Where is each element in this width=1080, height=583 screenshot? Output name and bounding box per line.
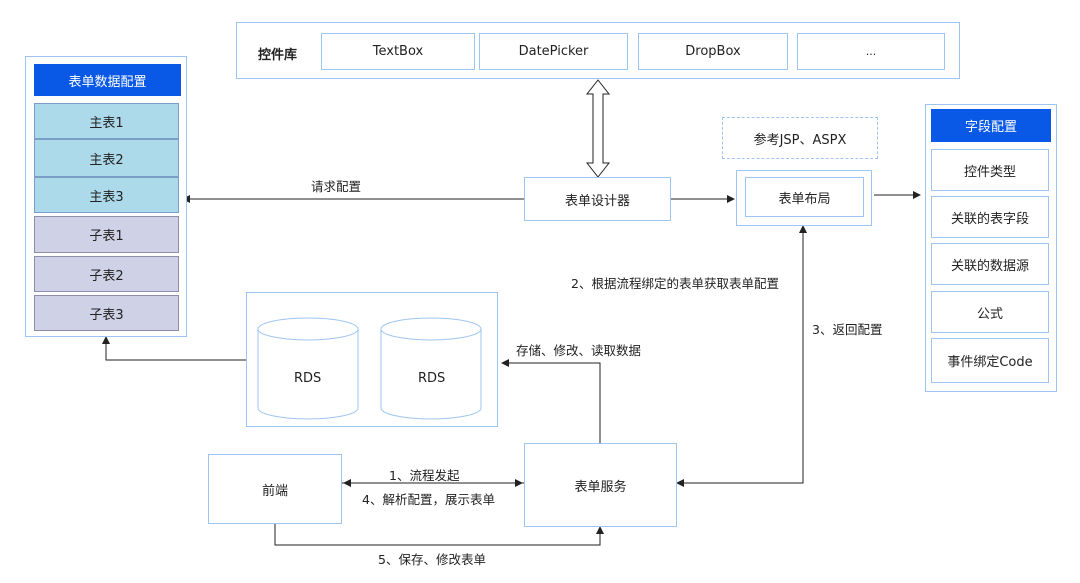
main-table-2: 主表2: [34, 139, 179, 177]
control-more: ...: [797, 33, 945, 70]
request-config-label: 请求配置: [311, 179, 362, 194]
start-flow-label: 1、流程发起: [389, 468, 460, 483]
parse-config-label: 4、解析配置，展示表单: [362, 492, 495, 507]
rds-1-label: RDS: [294, 371, 322, 386]
return-config-label: 3、返回配置: [812, 322, 883, 337]
store-data-label: 存储、修改、读取数据: [516, 343, 642, 358]
form-layout-node: 表单布局: [745, 177, 864, 217]
sub-table-2: 子表2: [34, 256, 179, 292]
control-datepicker: DatePicker: [479, 33, 628, 70]
field-event-binding-code: 事件绑定Code: [931, 338, 1049, 383]
field-control-type: 控件类型: [931, 149, 1049, 191]
reference-note: 参考JSP、ASPX: [722, 117, 878, 159]
sub-table-1: 子表1: [34, 216, 179, 253]
rds-cylinder-1: [257, 317, 359, 420]
field-formula: 公式: [931, 291, 1049, 333]
save-form-label: 5、保存、修改表单: [378, 552, 486, 567]
rds-cylinder-2: [380, 317, 482, 420]
control-dropbox: DropBox: [638, 33, 788, 70]
rds-to-form-data-arrow: [102, 336, 246, 361]
frontend-node: 前端: [208, 454, 342, 524]
field-linked-table-field: 关联的表字段: [931, 196, 1049, 238]
service-to-rds-arrow: [501, 359, 601, 443]
library-designer-double-arrow: [585, 79, 611, 178]
main-table-3: 主表3: [34, 177, 179, 213]
main-table-1: 主表1: [34, 103, 179, 139]
get-form-config-label: 2、根据流程绑定的表单获取表单配置: [571, 276, 779, 291]
control-textbox: TextBox: [321, 33, 475, 70]
field-config-title: 字段配置: [931, 109, 1051, 142]
control-library-title: 控件库: [258, 48, 298, 63]
field-linked-datasource: 关联的数据源: [931, 243, 1049, 285]
sub-table-3: 子表3: [34, 295, 179, 331]
rds-2-label: RDS: [418, 371, 446, 386]
form-data-config-title: 表单数据配置: [34, 64, 181, 96]
save-form-arrow: [274, 524, 604, 546]
service-layout-arrow-down: [676, 230, 804, 487]
form-designer-node: 表单设计器: [524, 177, 671, 221]
form-service-node: 表单服务: [524, 443, 677, 527]
